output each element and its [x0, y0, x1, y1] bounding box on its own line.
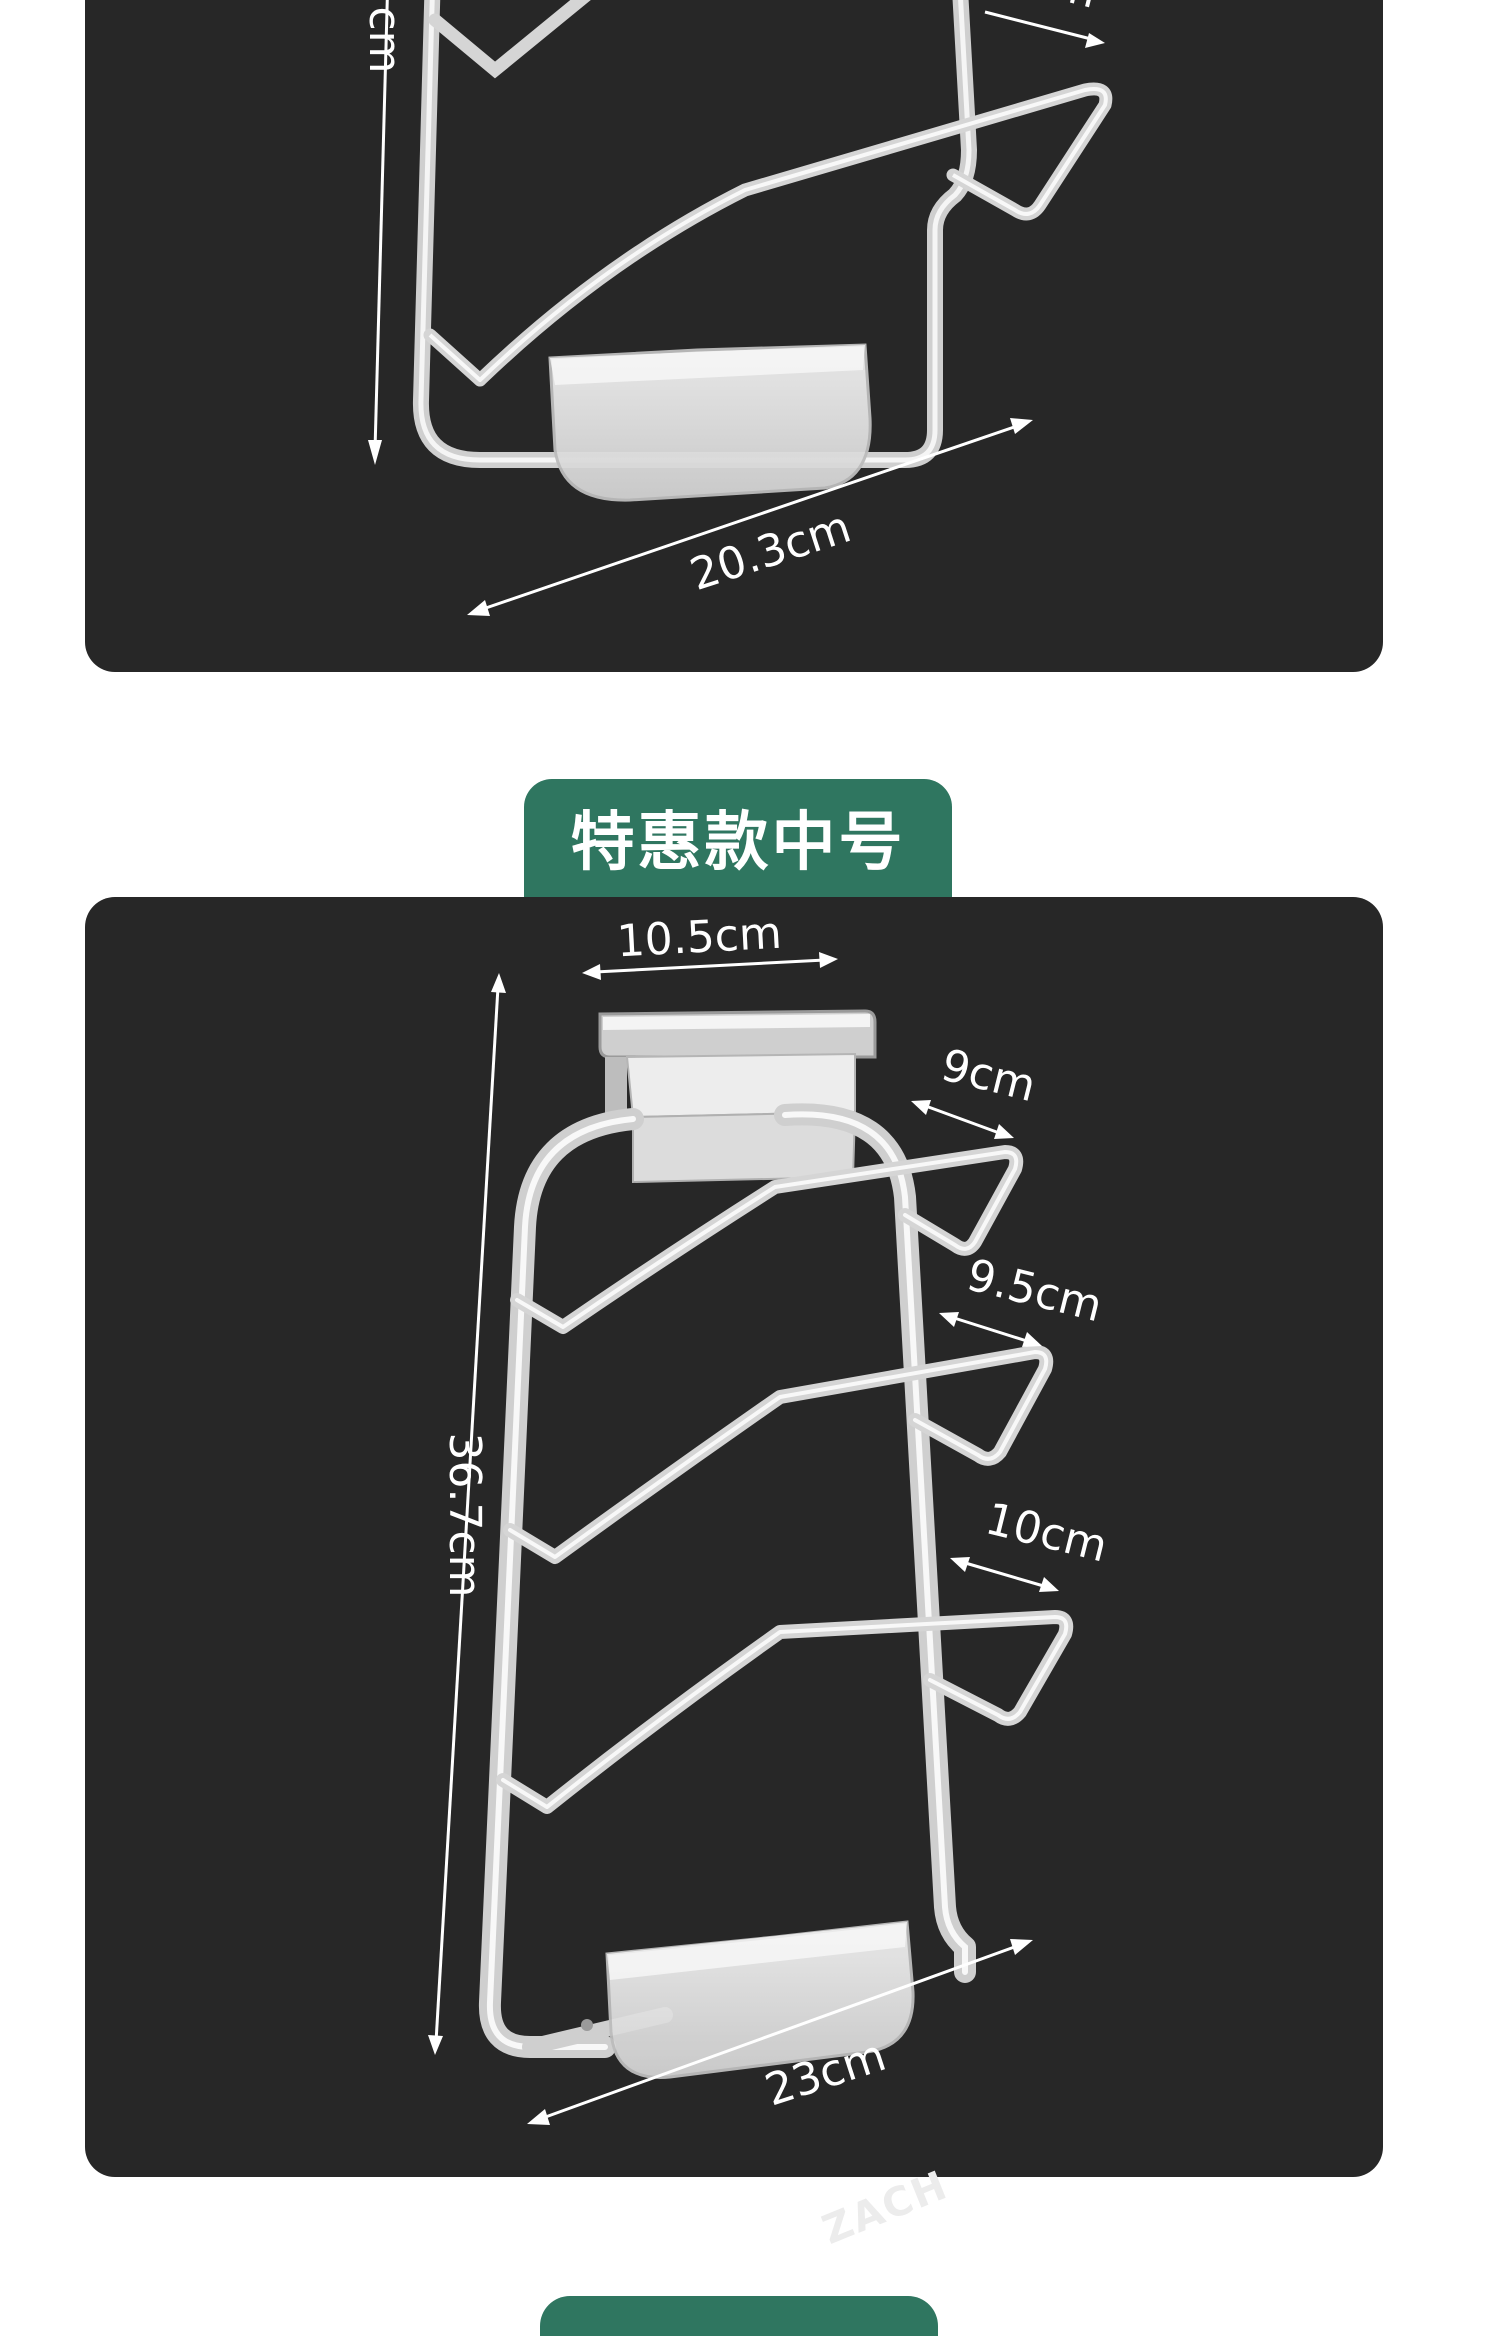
dimension-line-arm-2 — [950, 1315, 1031, 1344]
dimension-line-arm-3 — [961, 1560, 1048, 1589]
dimension-line-arm — [984, 10, 1096, 42]
rack-arm-1 — [510, 1145, 1024, 1334]
arm-label: cm — [1025, 0, 1102, 19]
top-width-label: 10.5cm — [616, 908, 783, 968]
dimension-line-height — [373, 0, 389, 451]
drip-tray — [548, 343, 872, 502]
rack-arm-2 — [503, 1345, 1054, 1564]
rack-arm — [423, 82, 1113, 387]
variant-badge: 特惠款中号 — [524, 779, 952, 909]
height-label: cm — [359, 6, 410, 73]
next-variant-badge — [540, 2296, 938, 2336]
arm-1-label: 9cm — [936, 1040, 1041, 1112]
arm-2-label: 9.5cm — [962, 1250, 1107, 1333]
product-panel-top: 20.3cm cm cm — [85, 0, 1383, 672]
arm-3-label: 10cm — [981, 1493, 1113, 1572]
dimension-line-height — [434, 986, 500, 2043]
dimension-line-top-width — [594, 958, 826, 974]
dimension-line-width — [539, 1943, 1021, 2121]
width-label: 20.3cm — [684, 501, 857, 601]
rack-illustration-medium: 10.5cm 36.7cm 9cm 9.5cm 10cm 23cm — [428, 908, 1113, 2125]
rack-illustration-top: 20.3cm cm cm — [359, 0, 1113, 616]
dimension-line-width — [479, 423, 1021, 612]
height-label: 36.7cm — [439, 1432, 490, 1597]
rack-arm-3 — [496, 1610, 1074, 1814]
product-panel-medium: 10.5cm 36.7cm 9cm 9.5cm 10cm 23cm — [85, 897, 1383, 2177]
dimension-line-arm-1 — [922, 1103, 1003, 1136]
rack-frame — [478, 1103, 976, 2058]
